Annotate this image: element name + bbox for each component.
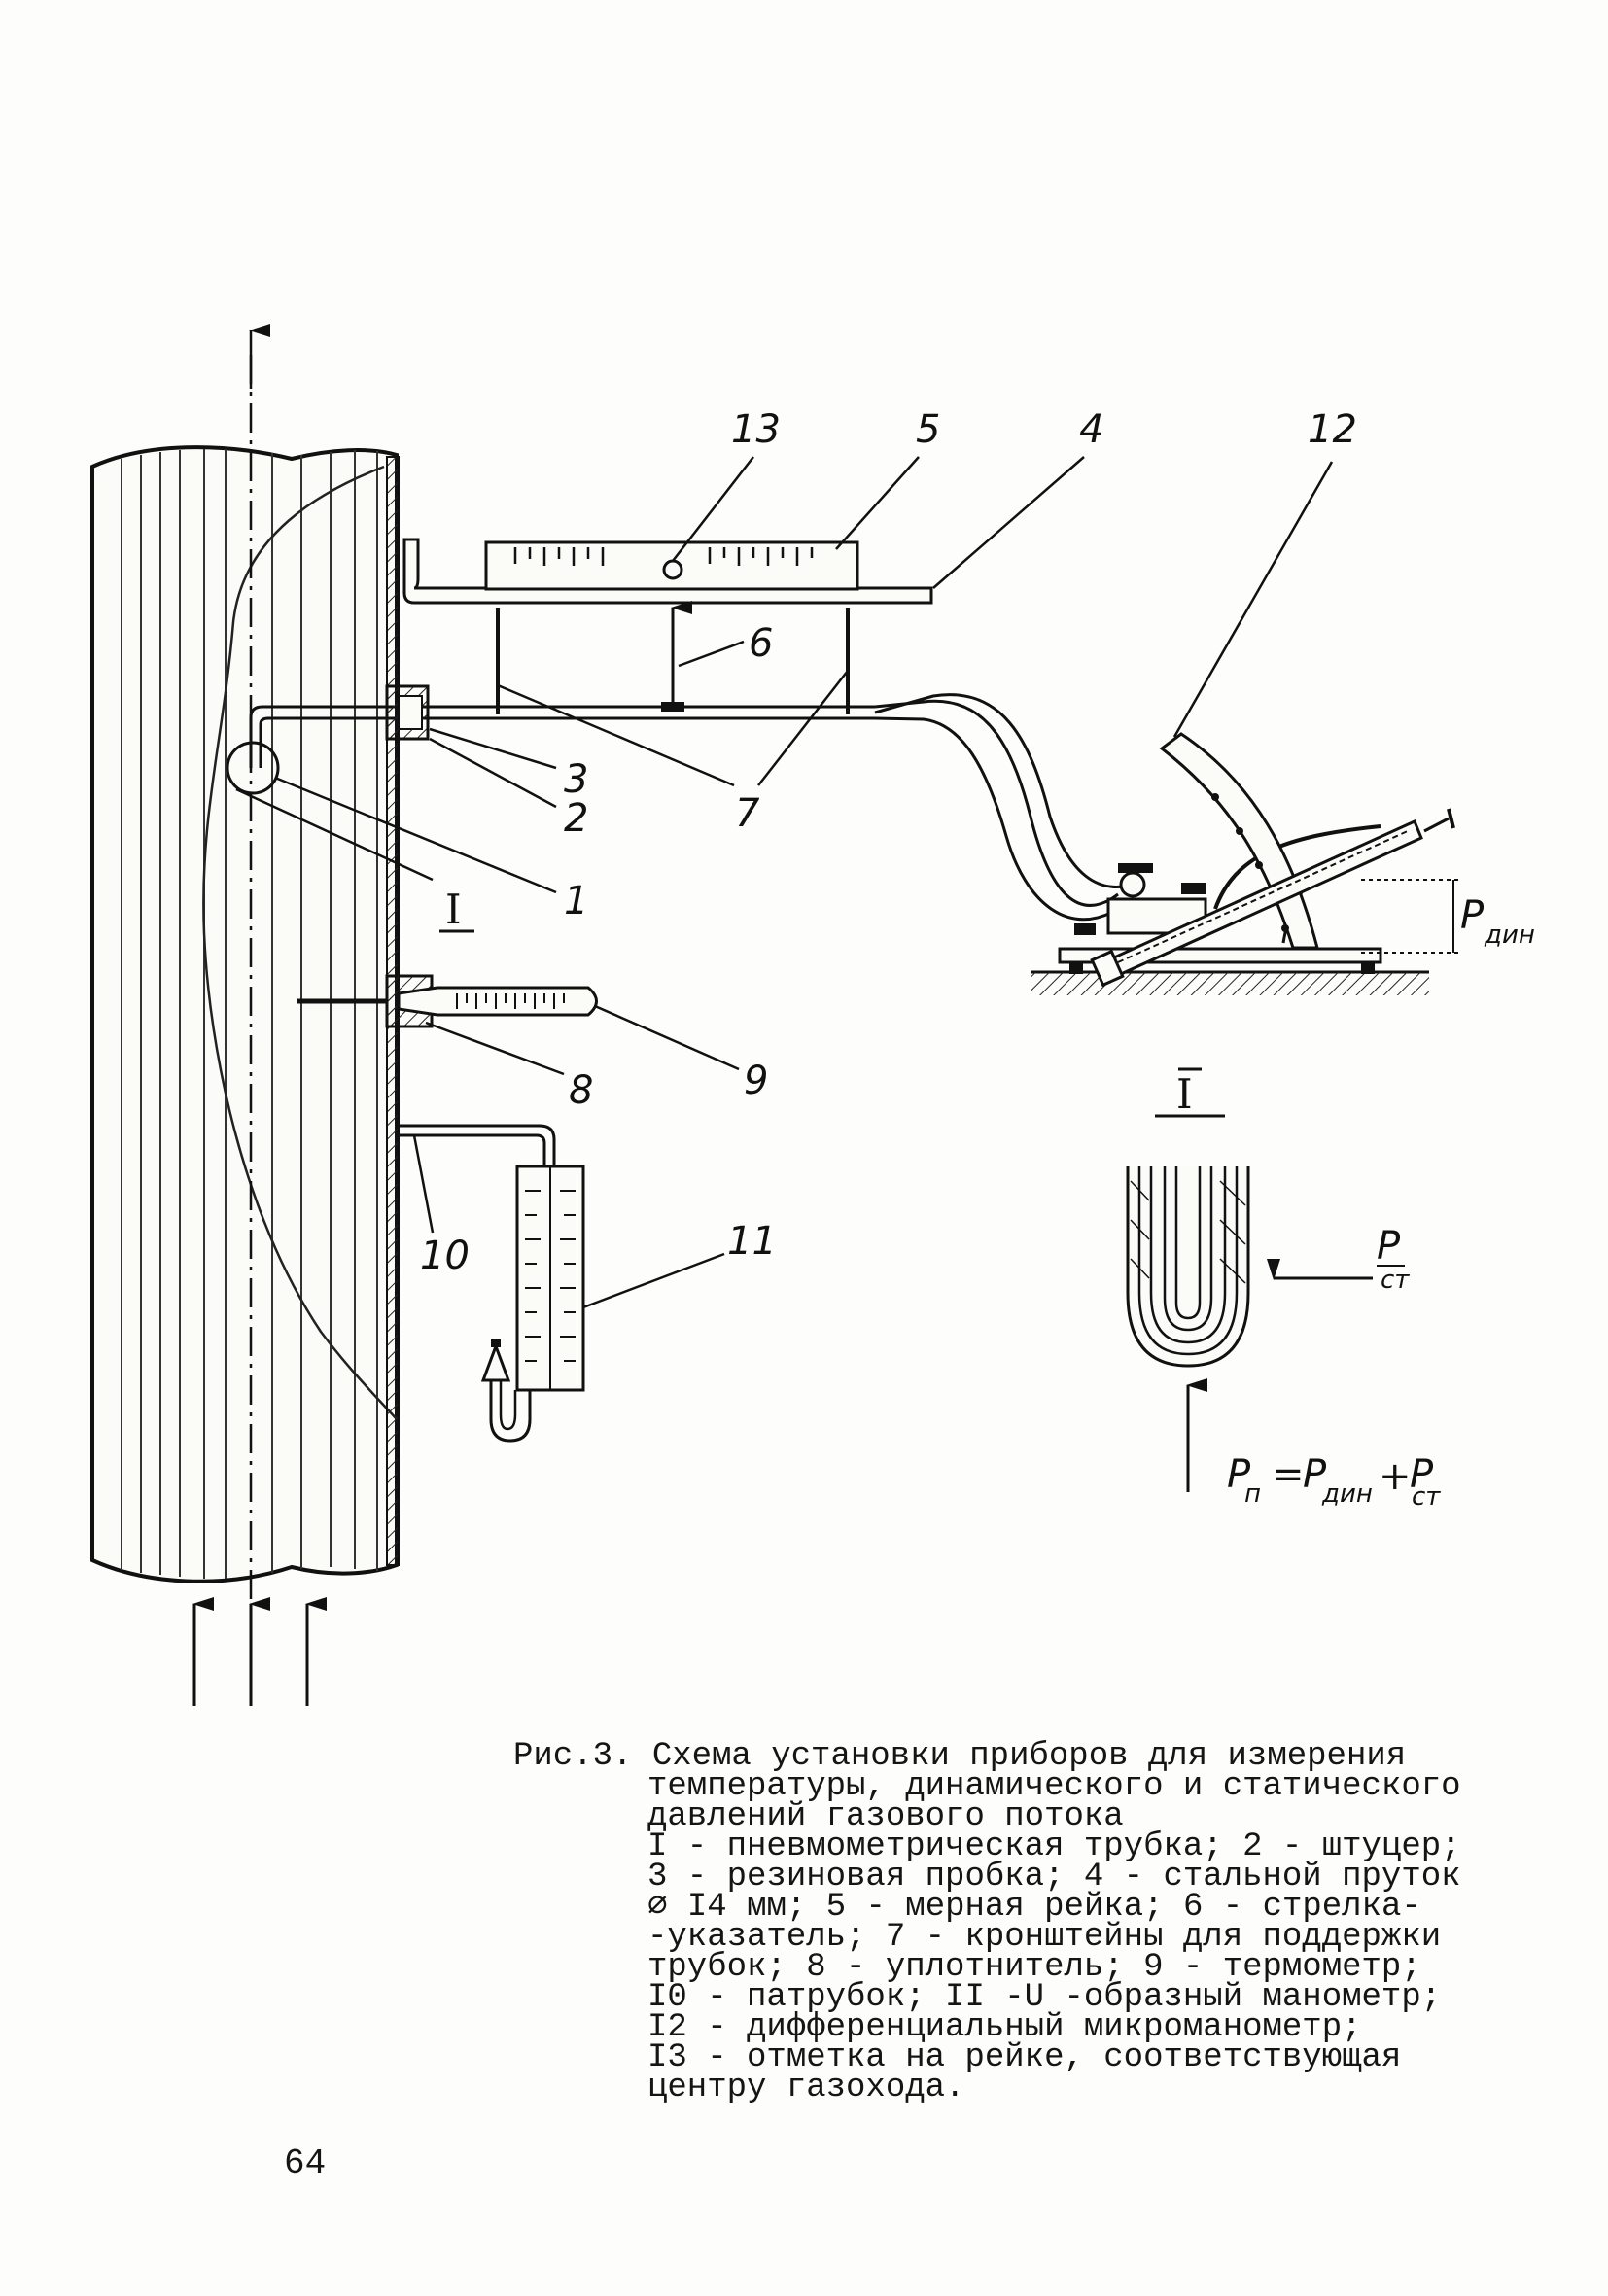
- label-9: 9: [744, 1059, 768, 1103]
- leader-lines: [235, 456, 1334, 1309]
- label-2: 2: [564, 796, 588, 841]
- caption-line: I0 - патрубок; II -U -образный манометр;: [647, 1979, 1442, 2016]
- label-11: 11: [727, 1219, 777, 1264]
- formula-p-st: P: [1410, 1452, 1434, 1497]
- rubber-hoses: [874, 693, 1134, 922]
- page-number: 64: [284, 2143, 327, 2183]
- caption-line: I2 - дифференциальный микроманометр;: [647, 2009, 1362, 2046]
- caption-line: ∅ I4 мм; 5 - мерная рейка; 6 - стрелка-: [647, 1889, 1421, 1926]
- label-8: 8: [569, 1068, 593, 1113]
- caption-line: температуры, динамического и статическог…: [647, 1768, 1461, 1805]
- fitting-and-plug: [385, 684, 430, 741]
- gas-flow-arrows: [192, 1597, 327, 1706]
- label-10: 10: [420, 1234, 470, 1278]
- label-4: 4: [1079, 407, 1103, 452]
- figure-caption: Рис.3. Схема установки приборов для изме…: [513, 1738, 1495, 2106]
- p-dyn-subscript: дин: [1484, 921, 1535, 950]
- gas-duct: [90, 324, 400, 1657]
- caption-line: давлений газового потока: [647, 1798, 1124, 1835]
- part-labels: 13 5 4 12 6 7 3 2 1 I 8 9 10 11 I: [420, 407, 1357, 1278]
- p-st-subscript: ст: [1381, 1266, 1410, 1295]
- formula-p-dyn: P: [1303, 1452, 1327, 1497]
- formula-p-total-sub: п: [1244, 1479, 1261, 1509]
- label-1: 1: [564, 879, 588, 923]
- formula-p-total: P: [1227, 1452, 1251, 1497]
- caption-line: I3 - отметка на рейке, соответствующая: [647, 2039, 1402, 2076]
- label-13: 13: [731, 407, 781, 452]
- detail-I: [1126, 1067, 1373, 1492]
- p-dyn-symbol: P: [1460, 893, 1485, 938]
- label-detail-I: I: [1176, 1070, 1193, 1118]
- label-6: 6: [749, 621, 773, 666]
- caption-line: центру газохода.: [647, 2070, 965, 2106]
- label-7: 7: [735, 791, 760, 836]
- caption-line: трубок; 8 - уплотнитель; 9 - термометр;: [647, 1949, 1421, 1986]
- formula-p-dyn-sub: дин: [1321, 1479, 1373, 1509]
- measuring-rail: [484, 540, 859, 591]
- label-roman-I: I: [445, 886, 462, 933]
- label-12: 12: [1308, 407, 1357, 452]
- u-tube-manometer: [399, 1124, 585, 1443]
- formula-plus: +: [1379, 1454, 1412, 1499]
- caption-title: Рис.3. Схема установки приборов для изме…: [513, 1738, 1407, 1775]
- label-3: 3: [564, 757, 588, 802]
- pressure-formula: P п = P дин + P ст: [1227, 1452, 1441, 1512]
- formula-p-st-sub: ст: [1412, 1482, 1441, 1512]
- caption-line: 3 - резиновая пробка; 4 - стальной пруто…: [647, 1859, 1461, 1896]
- caption-line: I - пневмометрическая трубка; 2 - штуцер…: [647, 1828, 1461, 1865]
- label-5: 5: [916, 407, 940, 452]
- formula-equals: =: [1272, 1452, 1305, 1497]
- pneumometric-tube: [226, 705, 875, 795]
- brackets: [496, 608, 850, 714]
- caption-body: температуры, динамического и статическог…: [513, 1768, 1495, 2106]
- thermometer-assembly: [297, 974, 598, 1028]
- differential-micromanometer: [1031, 732, 1458, 995]
- caption-line: -указатель; 7 - кронштейны для поддержки: [647, 1919, 1442, 1956]
- pressure-labels: P дин P ст P п = P дин + P ст: [1227, 893, 1535, 1512]
- p-st-symbol: P: [1377, 1224, 1401, 1269]
